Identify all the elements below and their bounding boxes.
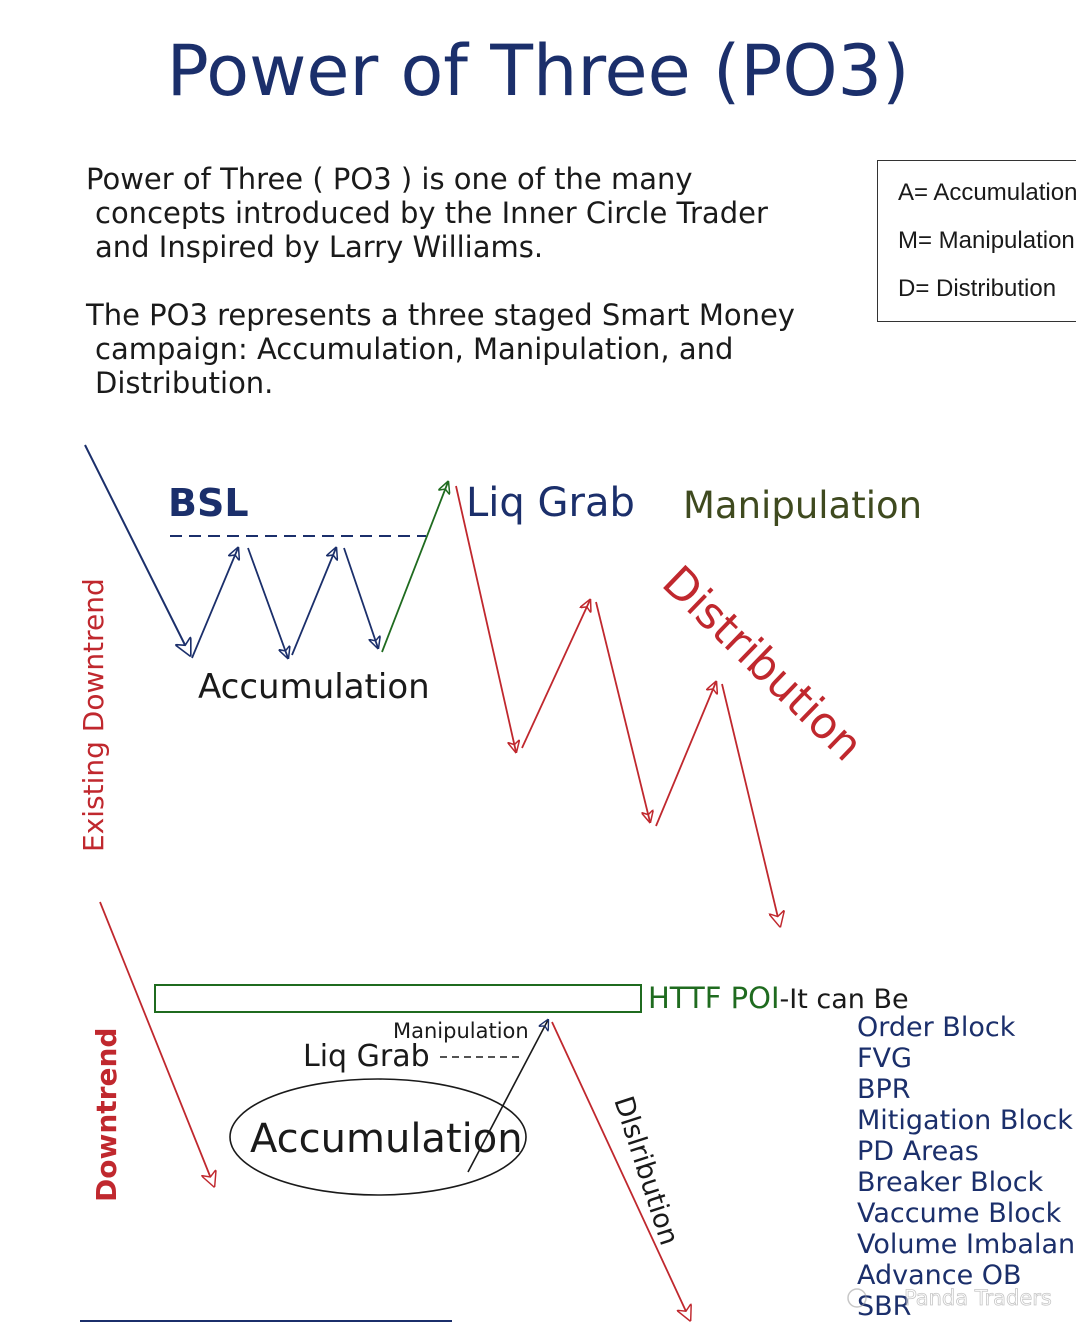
liq-grab-label: Liq Grab: [466, 480, 635, 526]
distribution-leg-down: [595, 601, 650, 822]
htf-poi-label: HTTF POI-It can Be: [648, 981, 909, 1015]
manipulation-small-label: Manipulation: [393, 1019, 529, 1043]
legend-manipulation: M= Manipulation: [898, 227, 1075, 254]
distribution-label: Distribution: [652, 556, 872, 771]
htf-poi-box: [154, 984, 642, 1013]
it-can-be-text: -It can Be: [780, 984, 909, 1015]
poi-type-item: Advance OB: [857, 1260, 1022, 1291]
intro-line: Power of Three ( PO3 ) is one of the man…: [86, 162, 693, 196]
downtrend-arrow: [99, 901, 214, 1186]
poi-type-item: Breaker Block: [857, 1167, 1044, 1198]
existing-downtrend-label: Existing Downtrend: [77, 578, 110, 852]
accumulation-ellipse-label: Accumulation: [250, 1116, 523, 1162]
watermark: Panda Traders: [847, 1286, 1052, 1310]
manipulation-leg-up: [467, 1020, 548, 1173]
intro-line: campaign: Accumulation, Manipulation, an…: [95, 332, 734, 366]
intro-paragraph-1: Power of Three ( PO3 ) is one of the man…: [86, 162, 768, 264]
liq-grab-small-label: Liq Grab: [303, 1039, 430, 1074]
manipulation-leg-up: [381, 482, 448, 653]
intro-paragraph-2: The PO3 represents a three staged Smart …: [86, 298, 795, 400]
distribution-leg-up: [521, 600, 590, 749]
legend-accumulation: A= Accumulation: [898, 179, 1076, 206]
page-title: Power of Three (PO3): [166, 30, 910, 112]
distribution-leg-down: [455, 485, 516, 752]
poi-type-item: Vaccume Block: [857, 1198, 1062, 1229]
accumulation-label: Accumulation: [198, 667, 430, 707]
poi-type-item: PD Areas: [857, 1136, 979, 1167]
intro-line: Distribution.: [95, 366, 274, 400]
accumulation-leg-down: [247, 547, 288, 658]
panda-logo-icon: [847, 1288, 867, 1308]
intro-line: and Inspired by Larry Williams.: [95, 230, 544, 264]
accumulation-leg-up: [291, 548, 336, 656]
intro-line: The PO3 represents a three staged Smart …: [86, 298, 795, 332]
legend-box: A= Accumulation M= Manipulation D= Distr…: [877, 160, 1076, 322]
distribution-arrow: [551, 1021, 690, 1320]
accumulation-leg-up: [191, 548, 238, 659]
bsl-label: BSL: [168, 481, 249, 525]
intro-line: concepts introduced by the Inner Circle …: [95, 196, 768, 230]
poi-types-list: Order Block FVG BPR Mitigation Block PD …: [857, 1012, 1076, 1322]
accumulation-leg-down: [343, 547, 378, 648]
accumulation-ellipse: [229, 1078, 527, 1196]
distribution-leg-up: [655, 682, 716, 827]
htf-poi-text: HTTF POI: [648, 981, 780, 1015]
distribution-leg-down: [721, 683, 780, 926]
manipulation-label: Manipulation: [683, 484, 922, 527]
poi-type-item: Mitigation Block: [857, 1105, 1073, 1136]
poi-type-item: FVG: [857, 1043, 912, 1074]
legend-distribution: D= Distribution: [898, 275, 1057, 302]
existing-downtrend-arrow: [84, 444, 190, 655]
watermark-text: Panda Traders: [904, 1286, 1052, 1310]
downtrend-label: Downtrend: [90, 1028, 123, 1202]
poi-type-item: Order Block: [857, 1012, 1016, 1043]
poi-type-item: BPR: [857, 1074, 911, 1105]
poi-type-item: Volume Imbalance: [857, 1229, 1076, 1260]
